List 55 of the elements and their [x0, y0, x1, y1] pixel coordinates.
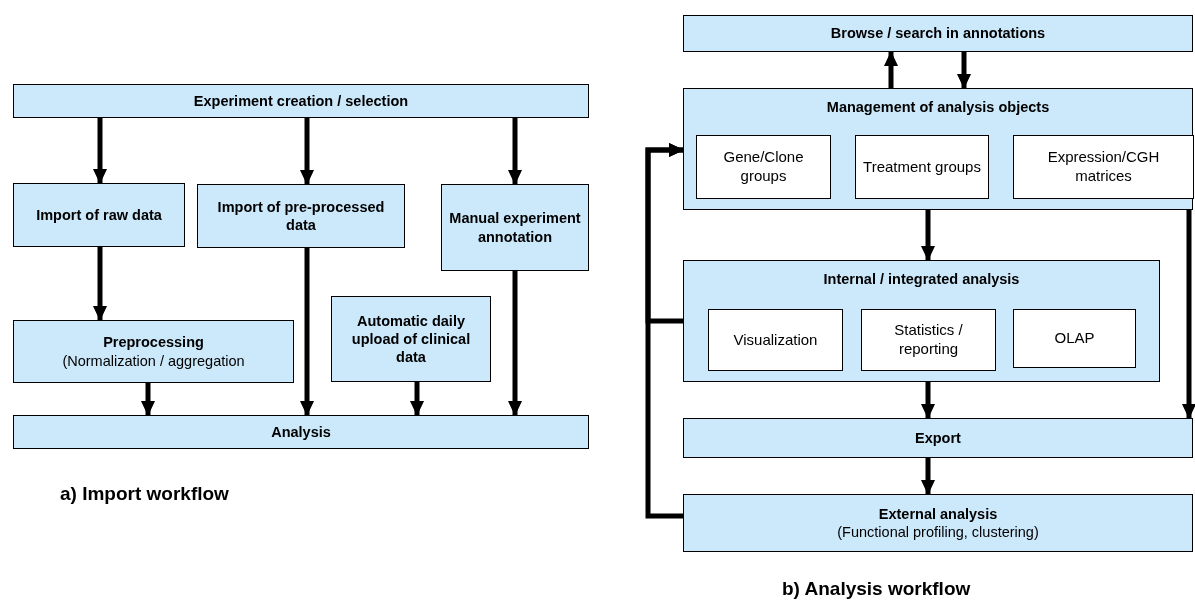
box-title: OLAP — [1054, 329, 1095, 348]
box-title: Experiment creation / selection — [193, 91, 409, 111]
box-title: Browse / search in annotations — [830, 24, 1046, 43]
box-subtitle: (Normalization / aggregation — [62, 351, 245, 370]
arrow — [921, 458, 935, 495]
process-box — [13, 183, 185, 247]
arrow — [645, 143, 684, 519]
box-title: Export — [915, 428, 961, 448]
process-box — [683, 15, 1193, 52]
item-box — [708, 309, 843, 371]
arrow — [141, 383, 155, 416]
box-title: Automatic daily upload of clinical data — [350, 311, 472, 367]
group-box — [683, 88, 1193, 210]
box-title: Import of raw data — [36, 205, 162, 225]
process-box — [683, 418, 1193, 458]
box-title: Visualization — [733, 330, 818, 350]
item-box — [861, 309, 996, 371]
item-box — [696, 135, 831, 199]
process-box — [197, 184, 405, 248]
arrow — [1182, 210, 1195, 419]
arrow — [93, 247, 107, 321]
arrow — [300, 118, 314, 185]
process-box — [441, 184, 589, 271]
box-title: Import of pre-processed data — [216, 197, 386, 235]
item-box — [1013, 135, 1194, 199]
box-title: Analysis — [271, 422, 331, 442]
figure-caption: b) Analysis workflow — [782, 578, 971, 600]
arrow — [921, 210, 935, 261]
box-title: Gene/Clone groups — [722, 148, 805, 186]
box-subtitle: (Functional profiling, clustering) — [837, 523, 1039, 542]
item-box — [855, 135, 989, 199]
arrow — [508, 118, 522, 185]
process-box — [331, 296, 491, 382]
group-box — [683, 260, 1160, 382]
arrow — [300, 248, 314, 416]
arrow — [410, 382, 424, 416]
box-title: External analysis — [878, 504, 998, 523]
box-title: Preprocessing — [103, 333, 204, 352]
figure-caption: a) Import workflow — [60, 483, 229, 505]
box-title: Internal / integrated analysis — [823, 270, 1020, 289]
box-title: Statistics / reporting — [893, 321, 964, 359]
box-title: Treatment groups — [863, 157, 981, 177]
box-title: Management of analysis objects — [826, 98, 1050, 117]
process-box — [13, 415, 589, 449]
process-box — [13, 320, 294, 383]
process-box — [13, 84, 589, 118]
arrow — [508, 271, 522, 416]
arrow — [921, 382, 935, 419]
arrow — [957, 52, 971, 89]
box-title: Manual experiment annotation — [448, 209, 582, 246]
arrow — [93, 118, 107, 184]
process-box — [683, 494, 1193, 552]
box-title: Expression/CGH matrices — [1046, 148, 1161, 186]
item-box — [1013, 309, 1136, 368]
arrow — [884, 51, 898, 88]
